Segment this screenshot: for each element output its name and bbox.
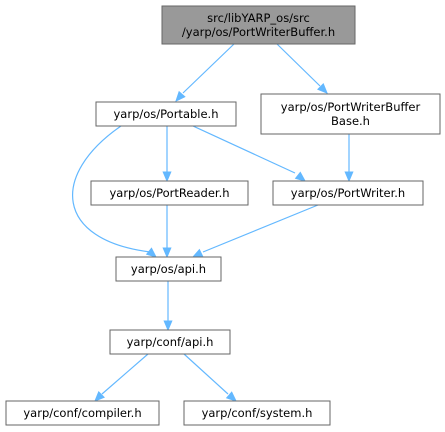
- arrowhead-icon: [294, 171, 307, 182]
- nodes-layer: src/libYARP_os/src/yarp/os/PortWriterBuf…: [5, 5, 441, 426]
- node-box: [183, 400, 331, 426]
- arrowhead-icon: [191, 248, 204, 258]
- edge-n1-n3: [162, 126, 172, 183]
- arrowhead-icon: [162, 171, 172, 183]
- node-label: src/libYARP_os/src: [207, 11, 310, 25]
- edge-line: [192, 125, 296, 174]
- arrowhead-icon: [225, 391, 237, 402]
- node-label: yarp/os/PortWriterBuffer: [281, 100, 421, 114]
- graph-node[interactable]: yarp/os/PortReader.h: [90, 180, 249, 206]
- node-label: yarp/conf/api.h: [127, 335, 214, 349]
- node-label: yarp/conf/system.h: [202, 406, 313, 420]
- arrowhead-icon: [317, 83, 328, 94]
- node-box: [5, 400, 160, 426]
- edge-n1-n5: [72, 125, 157, 258]
- graph-node[interactable]: yarp/os/PortWriter.h: [272, 180, 424, 206]
- node-box: [161, 5, 356, 45]
- node-box: [115, 256, 222, 282]
- edge-line: [202, 204, 319, 253]
- node-box: [90, 180, 249, 206]
- edge-n3-n5: [162, 205, 172, 259]
- edge-line: [101, 353, 149, 395]
- arrowhead-icon: [145, 247, 157, 258]
- edges-layer: [72, 43, 354, 402]
- graph-node[interactable]: yarp/conf/system.h: [183, 400, 331, 426]
- edge-n0-n2: [276, 43, 328, 94]
- node-label: yarp/os/api.h: [131, 262, 206, 276]
- graph-node[interactable]: yarp/conf/api.h: [109, 329, 231, 355]
- node-box: [272, 180, 424, 206]
- arrowhead-icon: [94, 391, 105, 402]
- node-label: yarp/os/PortWriter.h: [291, 186, 405, 200]
- edge-n5-n6: [163, 281, 173, 332]
- node-label: yarp/os/Portable.h: [113, 107, 218, 121]
- edge-line: [182, 43, 235, 94]
- graph-node[interactable]: yarp/os/api.h: [115, 256, 222, 282]
- graph-node[interactable]: yarp/conf/compiler.h: [5, 400, 160, 426]
- arrowhead-icon: [344, 171, 354, 183]
- arrowhead-icon: [162, 247, 172, 259]
- edge-line: [183, 353, 229, 395]
- root-node: src/libYARP_os/src/yarp/os/PortWriterBuf…: [161, 5, 356, 45]
- node-label: yarp/conf/compiler.h: [23, 406, 141, 420]
- arrowhead-icon: [175, 90, 186, 102]
- edge-n2-n4: [344, 134, 354, 183]
- node-box: [95, 101, 237, 127]
- node-box: [260, 93, 441, 135]
- edge-line: [276, 43, 321, 87]
- graph-node[interactable]: yarp/os/Portable.h: [95, 101, 237, 127]
- edge-n1-n4: [192, 125, 307, 182]
- edge-n4-n5: [191, 204, 319, 258]
- edge-n0-n1: [175, 43, 235, 102]
- node-label: /yarp/os/PortWriterBuffer.h: [182, 25, 335, 39]
- edge-line: [72, 125, 151, 253]
- node-label: Base.h: [331, 114, 370, 128]
- edge-n6-n7: [94, 353, 149, 402]
- edge-n6-n8: [183, 353, 237, 402]
- node-label: yarp/os/PortReader.h: [109, 186, 229, 200]
- node-box: [109, 329, 231, 355]
- arrowhead-icon: [163, 320, 173, 332]
